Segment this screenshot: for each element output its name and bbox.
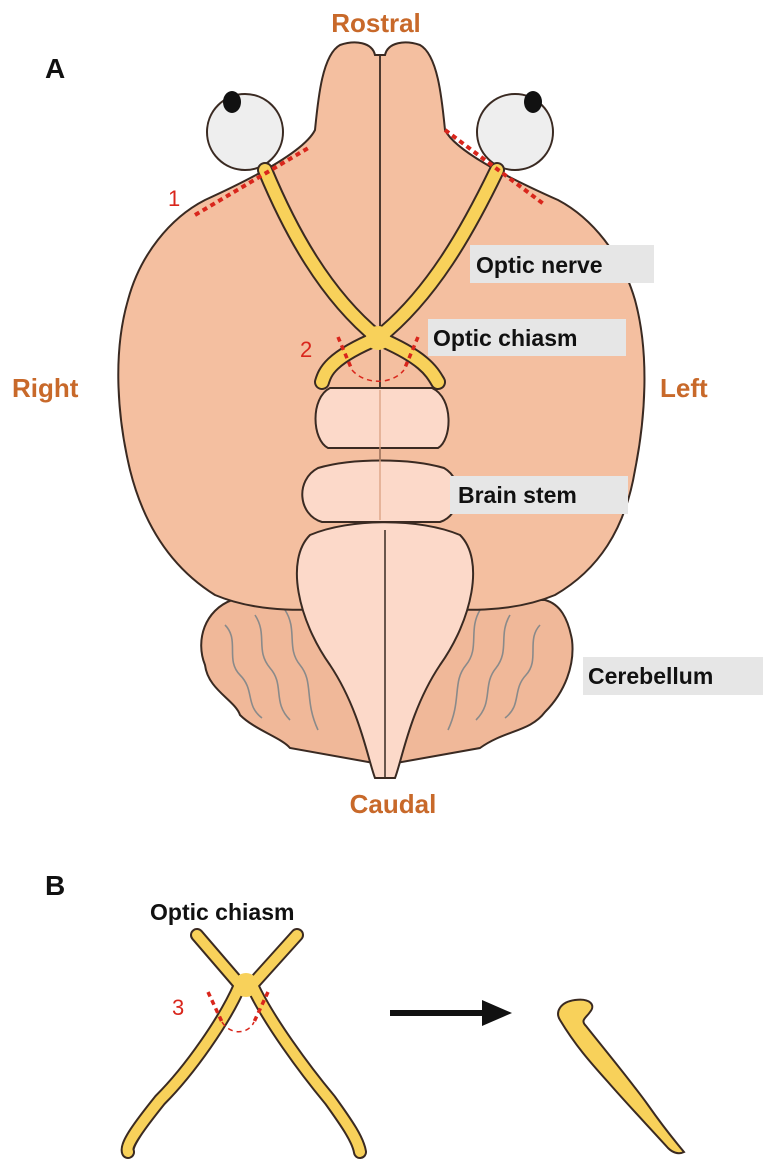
optic-chiasm-label: Optic chiasm	[433, 325, 577, 351]
dissected-nerve	[558, 1000, 684, 1154]
cut-marker-3: 3	[172, 995, 184, 1020]
left-label: Left	[660, 373, 708, 403]
panel-a-letter: A	[45, 53, 65, 84]
left-eye	[477, 91, 553, 170]
result-arrow	[390, 1000, 512, 1026]
optic-chiasm-label-group: Optic chiasm	[428, 319, 626, 356]
optic-nerve-label: Optic nerve	[476, 252, 603, 278]
rostral-label: Rostral	[331, 8, 421, 38]
isolated-chiasm	[128, 935, 360, 1152]
cut-marker-2: 2	[300, 337, 312, 362]
brain-stem-label: Brain stem	[458, 482, 577, 508]
panel-b-letter: B	[45, 870, 65, 901]
optic-nerve-label-group: Optic nerve	[470, 245, 654, 283]
right-eye	[207, 91, 283, 170]
cut-marker-1: 1	[168, 186, 180, 211]
panel-b-chiasm-label: Optic chiasm	[150, 899, 294, 925]
cerebellum-label-group: Cerebellum	[583, 657, 763, 695]
brain-stem-label-group: Brain stem	[450, 476, 628, 514]
caudal-label: Caudal	[350, 789, 437, 819]
right-label: Right	[12, 373, 79, 403]
cerebellum-label: Cerebellum	[588, 663, 713, 689]
